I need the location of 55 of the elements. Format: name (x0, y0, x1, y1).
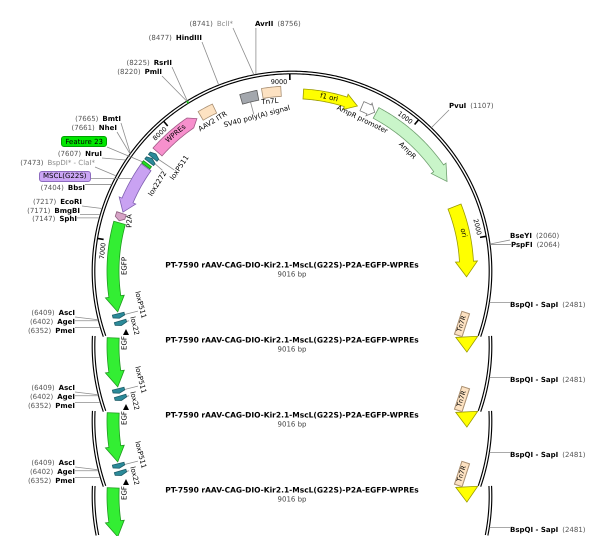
feature-segment (112, 462, 126, 469)
leader-line (250, 102, 254, 115)
leader-line (74, 320, 99, 322)
backbone-segment (92, 486, 100, 536)
leader-line (489, 302, 510, 303)
backbone-segment (92, 336, 106, 412)
feature-segment-tip (455, 336, 479, 353)
leader-line (172, 66, 188, 102)
feature-segment-tip (455, 410, 479, 428)
leader-line (74, 470, 99, 472)
feature-segment (104, 412, 125, 463)
backbone-segment (484, 486, 492, 536)
leader-line (490, 240, 510, 244)
feature-segment (104, 487, 125, 536)
leader-line (94, 166, 116, 176)
leader-line (489, 452, 510, 453)
leader-line (154, 163, 163, 171)
leader-line (431, 110, 450, 128)
feature-segment (114, 394, 128, 401)
backbone-segment (478, 336, 492, 412)
leader-line (232, 28, 254, 76)
leader-line (90, 178, 132, 179)
feature-segment (112, 386, 126, 394)
backbone-segment (478, 410, 492, 487)
leader-line (74, 477, 101, 478)
feature-segment-tip (455, 486, 479, 503)
leader-line (82, 206, 102, 209)
leader-line (106, 146, 144, 162)
leader-line (126, 320, 130, 322)
leader-line (158, 158, 175, 170)
leader-line (74, 466, 98, 470)
leader-line (162, 76, 188, 102)
leader-line (489, 377, 510, 378)
leader-line (124, 310, 138, 315)
leader-line (102, 158, 126, 160)
feature-segment (104, 337, 125, 388)
leader-line (126, 395, 130, 397)
leader-line (124, 460, 138, 465)
leader-line (202, 42, 220, 86)
leader-line (74, 392, 98, 396)
leader-line (124, 386, 138, 390)
leader-line (120, 122, 131, 154)
leader-line (126, 470, 130, 472)
leader-line (74, 316, 98, 320)
leader-line (490, 244, 512, 245)
leader-line (76, 217, 100, 218)
leader-line (74, 402, 101, 403)
leader-line (74, 327, 101, 328)
leader-line (80, 214, 101, 215)
feature-segment (114, 468, 128, 476)
leader-line (84, 184, 112, 185)
leader-line (116, 132, 130, 154)
leader-line (74, 395, 99, 396)
leader-line (489, 527, 510, 528)
backbone-segment (92, 410, 106, 487)
